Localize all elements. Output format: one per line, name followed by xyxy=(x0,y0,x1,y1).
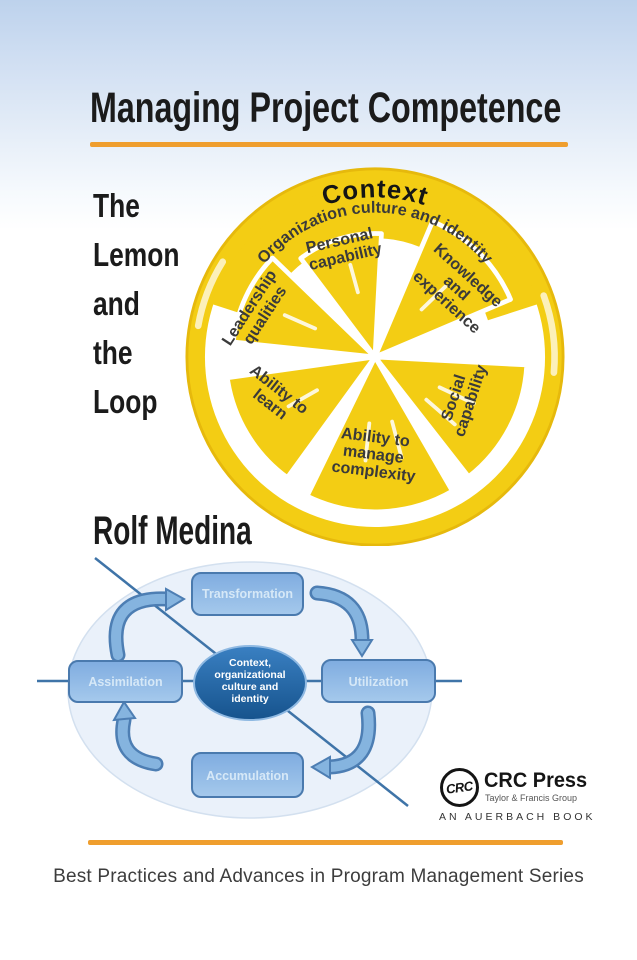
crc-logo-text: CRC xyxy=(445,778,474,797)
series-rule xyxy=(88,840,563,845)
book-title: Managing Project Competence xyxy=(90,84,562,132)
title-underline xyxy=(90,142,568,147)
series-title: Best Practices and Advances in Program M… xyxy=(53,866,584,887)
publisher-group: Taylor & Francis Group xyxy=(485,793,578,803)
loop-boxes: Transformation Assimilation Utilization … xyxy=(68,572,436,798)
subtitle-line: The xyxy=(93,187,140,224)
arrow-utilization-to-accumulation xyxy=(310,705,377,780)
box-transformation-label: Transformation xyxy=(202,587,293,601)
rind-shine xyxy=(194,258,558,376)
box-accumulation-label: Accumulation xyxy=(206,769,289,783)
box-transformation xyxy=(191,572,304,616)
svg-text:culture and: culture and xyxy=(222,681,279,693)
loop-center-ellipse xyxy=(193,645,307,721)
box-utilization-label: Utilization xyxy=(349,675,409,689)
box-accumulation xyxy=(191,752,304,798)
loop-center-text: Context, organizational culture and iden… xyxy=(214,657,285,705)
cycle-arrows xyxy=(108,585,377,780)
subtitle-line: Lemon xyxy=(93,236,180,273)
svg-text:identity: identity xyxy=(231,693,268,705)
publisher-imprint: AN AUERBACH BOOK xyxy=(439,811,596,823)
juice-streaks xyxy=(282,262,476,463)
wedge-personal xyxy=(298,231,384,360)
author-name: Rolf Medina xyxy=(93,509,252,553)
lemon-competence-diagram: Context Organization culture and identit… xyxy=(185,167,565,546)
book-subtitle: The Lemon and the Loop xyxy=(93,181,201,426)
context-band xyxy=(211,184,539,321)
arrow-transformation-to-utilization xyxy=(309,585,374,658)
label-manage: Ability to manage complexity xyxy=(331,424,421,486)
subtitle-line: the xyxy=(93,334,133,371)
crc-logo-icon: CRC xyxy=(440,768,479,807)
wedge-social xyxy=(372,354,530,480)
arrow-assimilation-to-transformation xyxy=(108,587,186,663)
wedge-manage xyxy=(304,354,455,515)
box-utilization xyxy=(321,659,436,703)
wedge-learn xyxy=(224,354,378,480)
svg-text:Context,: Context, xyxy=(229,657,271,669)
box-assimilation-label: Assimilation xyxy=(88,675,162,689)
lemon-wedges xyxy=(224,219,530,515)
subtitle-line: Loop xyxy=(93,383,158,420)
box-assimilation xyxy=(68,660,183,703)
publisher-name: CRC Press xyxy=(484,769,588,792)
arrow-accumulation-to-assimilation xyxy=(112,700,164,772)
svg-text:organizational: organizational xyxy=(214,669,285,681)
subtitle-line: and xyxy=(93,285,140,322)
loop-cycle-diagram: Transformation Assimilation Utilization … xyxy=(37,557,462,819)
wedge-leadership xyxy=(230,255,378,360)
